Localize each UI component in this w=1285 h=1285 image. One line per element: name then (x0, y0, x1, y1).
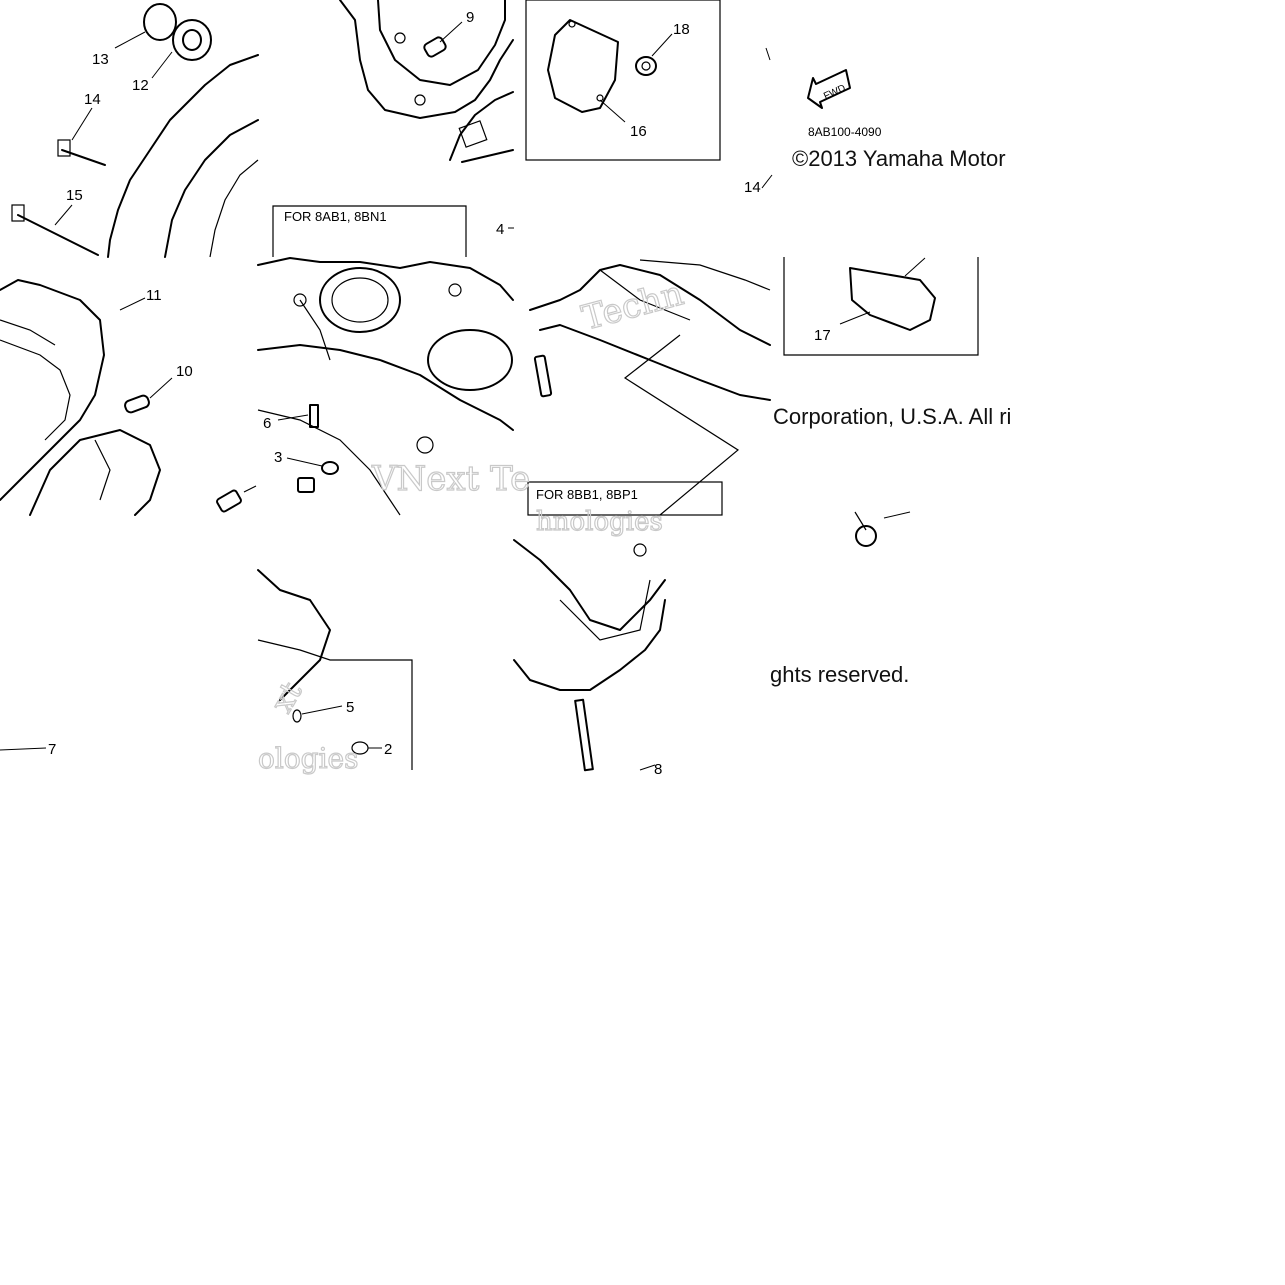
callout-14b: 14 (744, 179, 761, 196)
callout-16: 16 (630, 123, 647, 140)
svg-text:ologies: ologies (258, 742, 359, 775)
callout-6: 6 (263, 415, 271, 432)
tile-housing (0, 279, 257, 516)
svg-text:xt: xt (265, 676, 310, 719)
callout-11: 11 (146, 287, 162, 304)
diagram-code: 8AB100-4090 (808, 125, 882, 139)
tile-crankcase-right (527, 259, 771, 516)
callout-9: 9 (466, 9, 474, 26)
callout-12: 12 (132, 77, 149, 94)
callout-17: 17 (814, 327, 831, 344)
callout-15: 15 (66, 187, 83, 204)
box-label-8bb1: FOR 8BB1, 8BP1 (536, 487, 638, 502)
copyright-line-1: ©2013 Yamaha Motor (792, 146, 1006, 171)
callout-4: 4 (496, 221, 504, 238)
callout-7: 7 (48, 741, 56, 758)
copyright-line-3: ghts reserved. (770, 662, 910, 687)
tile-crankcase-upper (257, 205, 514, 516)
callout-18: 18 (673, 21, 690, 38)
tile-chamber (339, 0, 514, 163)
callout-10: 10 (176, 363, 193, 380)
box-label-8ab1: FOR 8AB1, 8BN1 (284, 209, 387, 224)
callout-2: 2 (384, 741, 392, 758)
callout-3: 3 (274, 449, 282, 466)
svg-text:VNext Te: VNext Te (371, 459, 530, 499)
tile-crankcase-cover (11, 3, 259, 258)
tile-cover-plate (525, 0, 721, 161)
callout-5: 5 (346, 699, 354, 716)
tile-crankcase-lower (257, 569, 413, 770)
copyright-line-2: Corporation, U.S.A. All ri (773, 404, 1012, 429)
callout-13: 13 (92, 51, 109, 68)
fwd-arrow: FWD (807, 69, 851, 109)
svg-text:FWD: FWD (822, 83, 847, 103)
callout-14: 14 (84, 91, 101, 108)
callout-8: 8 (654, 761, 662, 778)
tile-part-17 (783, 257, 979, 547)
tile-cylinder-block (513, 539, 666, 772)
svg-text:hnologies: hnologies (536, 507, 663, 537)
svg-text:Techn: Techn (578, 273, 688, 338)
